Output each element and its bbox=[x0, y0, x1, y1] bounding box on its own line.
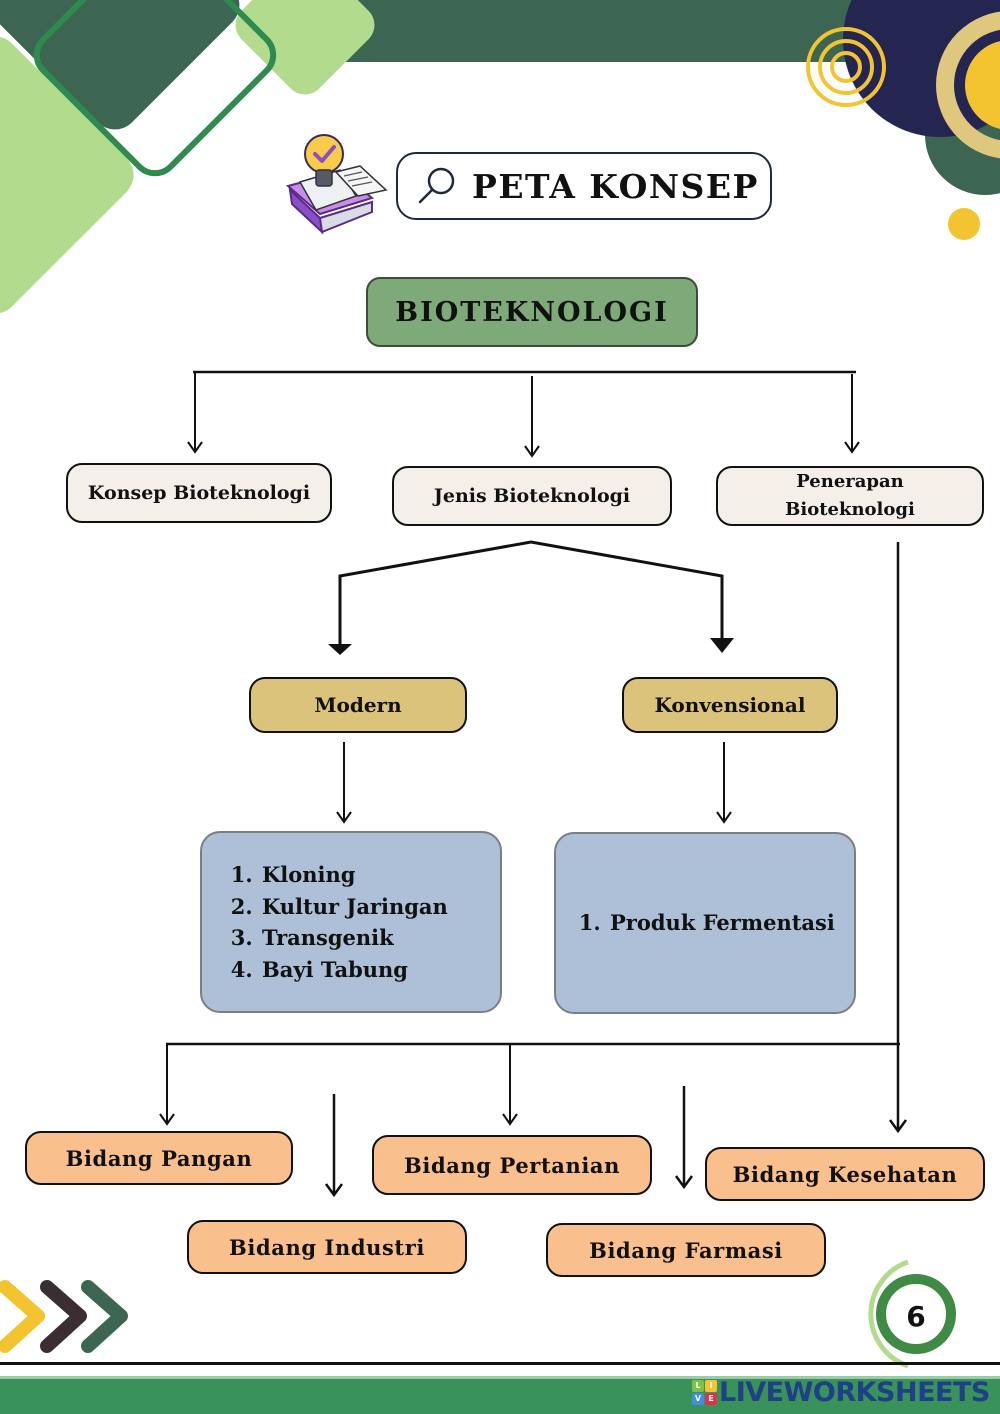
yellow-circle bbox=[965, 41, 1000, 129]
page-number-ring bbox=[876, 1274, 956, 1354]
field-pangan: Bidang Pangan bbox=[25, 1131, 293, 1185]
footer-bar bbox=[0, 1376, 1000, 1414]
node-label: Modern bbox=[314, 693, 402, 717]
field-label: Bidang Industri bbox=[229, 1234, 425, 1260]
connector-types-lists bbox=[336, 742, 732, 824]
node-modern: Modern bbox=[249, 677, 467, 733]
list-item: Produk Fermentasi bbox=[608, 907, 835, 939]
connector-root-level1 bbox=[187, 370, 860, 458]
tan-ring bbox=[936, 11, 1000, 159]
outline-diamond bbox=[33, 0, 277, 177]
node-label: Konvensional bbox=[654, 693, 806, 717]
node-jenis-bioteknologi: Jenis Bioteknologi bbox=[392, 466, 672, 526]
liveworksheets-brand[interactable]: L I V E LIVEWORKSHEETS bbox=[692, 1374, 990, 1410]
konvensional-examples-list: Produk Fermentasi bbox=[554, 832, 856, 1014]
node-label: Jenis Bioteknologi bbox=[433, 485, 631, 507]
list-item: Kultur Jaringan bbox=[260, 891, 448, 923]
dark-diamond-shape bbox=[0, 0, 240, 130]
chevrons-decoration bbox=[0, 1280, 128, 1353]
lightbulb-book-icon bbox=[285, 134, 388, 235]
node-label-line1: Penerapan bbox=[796, 471, 904, 492]
root-node-label: BIOTEKNOLOGI bbox=[395, 296, 669, 328]
concentric-ring-outer bbox=[806, 27, 886, 107]
node-label: Konsep Bioteknologi bbox=[87, 482, 311, 504]
connector-penerapan-fields bbox=[159, 542, 908, 1198]
node-label-line2: Bioteknologi bbox=[785, 499, 915, 520]
field-label: Bidang Pangan bbox=[65, 1145, 253, 1171]
concentric-ring-mid bbox=[818, 39, 874, 95]
field-kesehatan: Bidang Kesehatan bbox=[705, 1147, 985, 1201]
modern-examples-list: Kloning Kultur Jaringan Transgenik Bayi … bbox=[200, 831, 502, 1013]
field-label: Bidang Farmasi bbox=[589, 1237, 783, 1263]
footer-divider bbox=[0, 1362, 1000, 1365]
page-title-box: PETA KONSEP bbox=[396, 152, 772, 220]
magnifier-icon bbox=[418, 167, 455, 204]
brand-wordmark: LIVEWORKSHEETS bbox=[719, 1376, 990, 1408]
list-item: Kloning bbox=[260, 859, 448, 891]
field-industri: Bidang Industri bbox=[187, 1220, 467, 1274]
page-title: PETA KONSEP bbox=[472, 166, 759, 206]
light-diamond-left bbox=[0, 36, 134, 314]
node-konvensional: Konvensional bbox=[622, 677, 838, 733]
root-node: BIOTEKNOLOGI bbox=[366, 277, 698, 347]
page-number: 6 bbox=[906, 1299, 926, 1333]
node-penerapan-bioteknologi: Penerapan Bioteknologi bbox=[716, 466, 984, 526]
concentric-ring-inner bbox=[830, 51, 862, 83]
list-item: Bayi Tabung bbox=[260, 954, 448, 986]
liveworksheets-logo-icon: L I V E bbox=[692, 1379, 717, 1405]
page-arc-decoration bbox=[868, 1259, 909, 1369]
field-pertanian: Bidang Pertanian bbox=[372, 1135, 652, 1195]
field-label: Bidang Kesehatan bbox=[732, 1161, 958, 1187]
list-item: Transgenik bbox=[260, 922, 448, 954]
field-farmasi: Bidang Farmasi bbox=[546, 1223, 826, 1277]
field-label: Bidang Pertanian bbox=[404, 1152, 620, 1178]
node-konsep-bioteknologi: Konsep Bioteknologi bbox=[66, 463, 332, 523]
yellow-dot bbox=[948, 208, 980, 240]
connector-jenis-types bbox=[328, 540, 734, 655]
